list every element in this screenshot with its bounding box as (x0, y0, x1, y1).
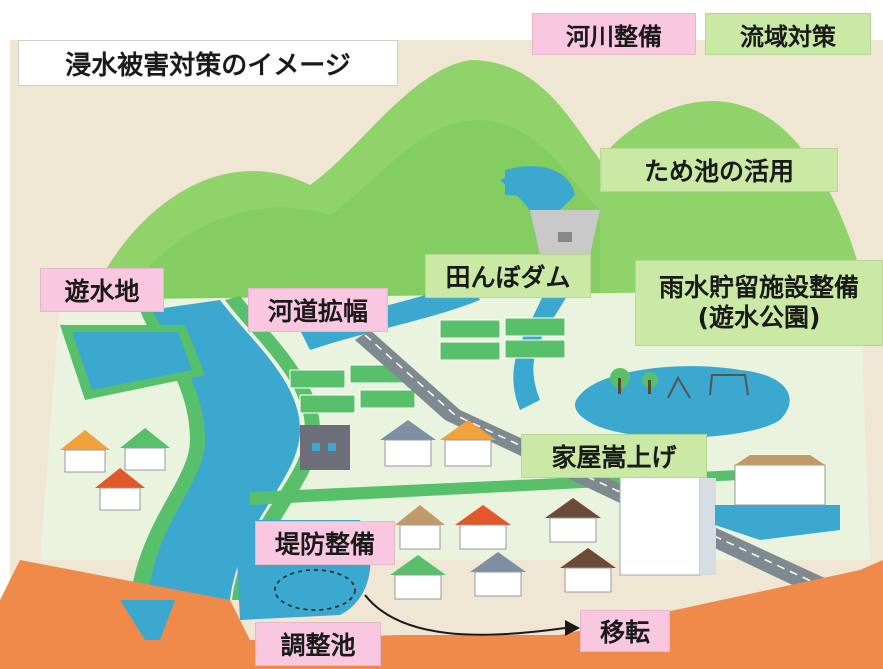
houses (60, 420, 826, 600)
paddy-fields (289, 317, 566, 414)
adjustment-pond-label: 調整池 (255, 622, 381, 666)
legend-basin-label: 流域対策 (705, 13, 871, 55)
rainwater-storage-line2: (遊水公園) (697, 303, 821, 332)
relocation-arrow (364, 594, 580, 636)
pond-use-label: ため池の活用 (600, 148, 838, 192)
paddy-dam-label: 田んぼダム (425, 254, 591, 298)
rainwater-storage-line1: 雨水貯留施設整備 (658, 273, 859, 302)
house-raising-label: 家屋嵩上げ (521, 434, 707, 478)
page-title: 浸水被害対策のイメージ (18, 40, 398, 86)
park-pond (575, 366, 790, 438)
channel-widening-label: 河道拡幅 (248, 288, 388, 332)
relocation-label: 移転 (580, 610, 670, 652)
retarding-basin-label: 遊水地 (40, 268, 164, 312)
levee-label: 堤防整備 (255, 521, 395, 565)
dam (505, 166, 600, 255)
retarding-basin-shape (60, 325, 205, 400)
legend-river-label: 河川整備 (532, 13, 696, 55)
road (355, 330, 840, 598)
apartment-building (619, 469, 716, 576)
river-outlet (120, 600, 175, 640)
right-pond (715, 505, 840, 540)
rainwater-storage-label: 雨水貯留施設整備 (遊水公園) (635, 260, 883, 346)
